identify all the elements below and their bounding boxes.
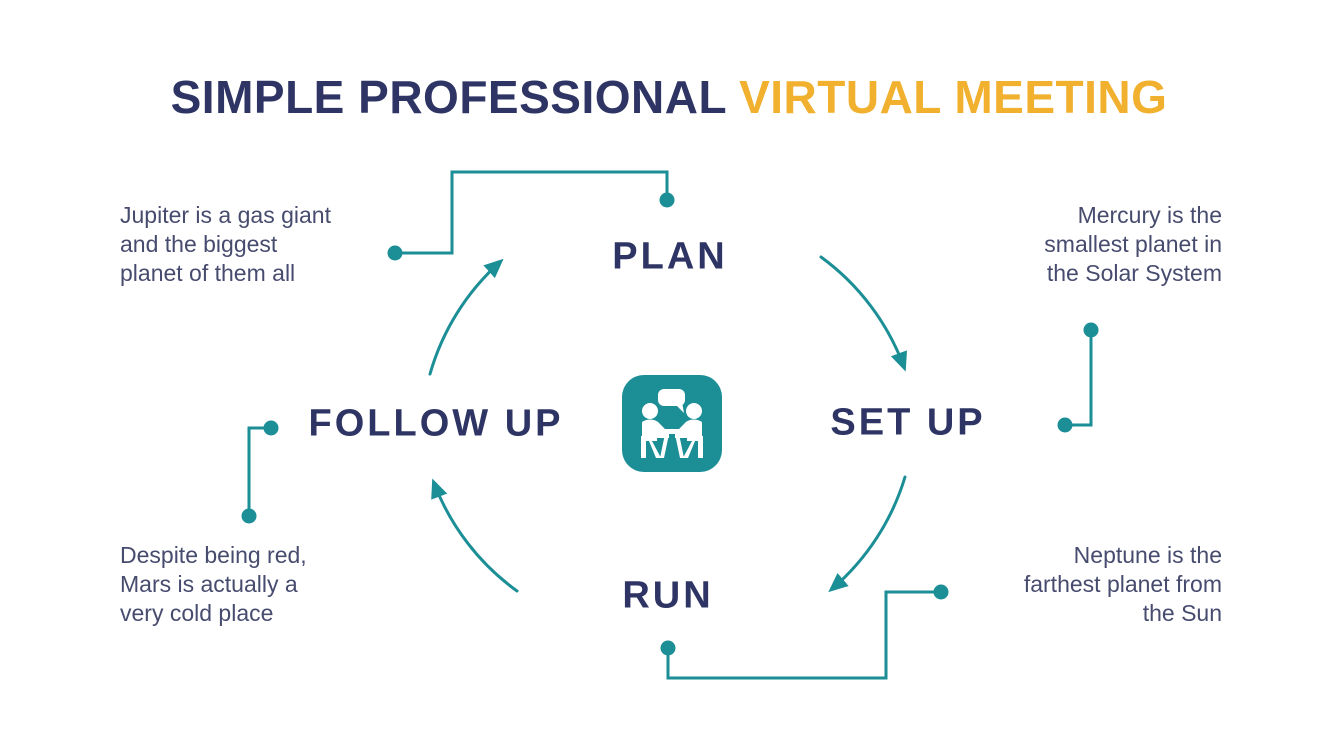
arrow-followup-to-plan (428, 258, 504, 376)
connector-dot (1083, 322, 1099, 338)
note-jupiter: Jupiter is a gas giant and the biggest p… (120, 202, 331, 286)
arrow-setup-to-run (828, 475, 907, 593)
arrow-plan-to-setup (819, 255, 907, 372)
note-mars: Despite being red, Mars is actually a ve… (120, 542, 307, 626)
connector-mars-followup (247, 426, 272, 517)
stage-label-plan: PLAN (612, 235, 728, 278)
connector-dot (263, 420, 279, 436)
stage-label-set-up: SET UP (830, 401, 986, 444)
note-neptune: Neptune is the farthest planet from the … (1023, 542, 1222, 626)
meeting-discussion-icon (622, 375, 722, 472)
connector-dot (933, 584, 949, 600)
connector-dot (387, 245, 403, 261)
connector-dot (660, 640, 676, 656)
title-part-yellow: VIRTUAL MEETING (739, 71, 1168, 123)
stage-label-run: RUN (622, 574, 714, 617)
stage-label-follow-up: FOLLOW UP (308, 402, 564, 445)
connector-mercury-setup (1065, 328, 1093, 427)
note-mercury: Mercury is the smallest planet in the So… (1044, 202, 1222, 286)
connector-dot (1057, 417, 1073, 433)
connector-dot (241, 508, 257, 524)
arrow-run-to-followup (431, 478, 519, 593)
connector-dot (659, 192, 675, 208)
title-part-navy: SIMPLE PROFESSIONAL (170, 71, 728, 123)
